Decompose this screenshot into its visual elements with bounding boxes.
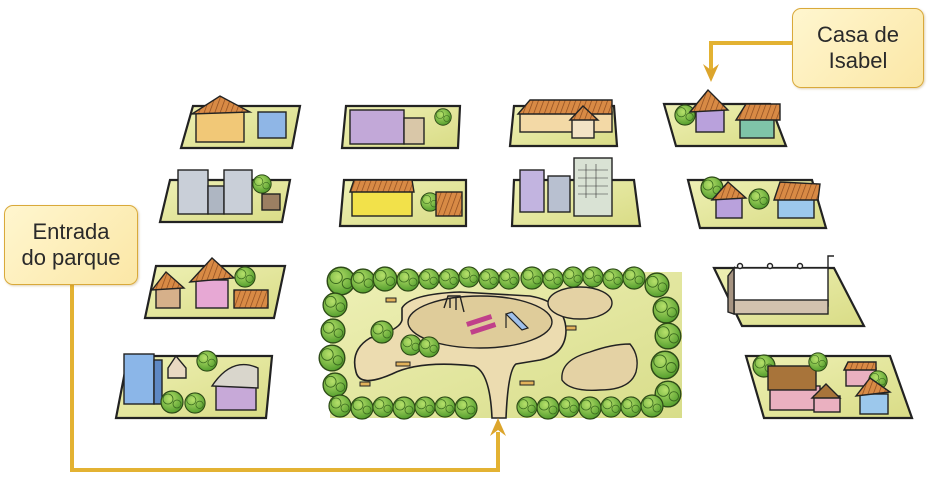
slide-icon xyxy=(504,311,530,331)
label-casa-de-isabel-line1: Casa de xyxy=(817,22,899,47)
benches xyxy=(359,297,577,387)
sand-area-bottom xyxy=(561,343,638,391)
arrow-casa-isabel xyxy=(709,41,792,70)
label-entrada-do-parque-line1: Entrada xyxy=(32,219,110,244)
label-casa-de-isabel: Casa de Isabel xyxy=(792,8,924,88)
arrowhead-casa-isabel-icon xyxy=(703,64,719,82)
swing-icon xyxy=(443,295,465,313)
label-casa-de-isabel-line2: Isabel xyxy=(828,48,888,73)
label-entrada-do-parque-line2: do parque xyxy=(21,245,121,270)
arrow-entrada-parque xyxy=(70,285,500,472)
arrowhead-entrada-parque-icon xyxy=(490,418,506,436)
sand-area-top xyxy=(547,286,613,320)
seesaw-icon xyxy=(466,314,497,335)
label-entrada-do-parque: Entrada do parque xyxy=(4,205,138,285)
buildings xyxy=(123,88,892,415)
park xyxy=(318,266,682,420)
